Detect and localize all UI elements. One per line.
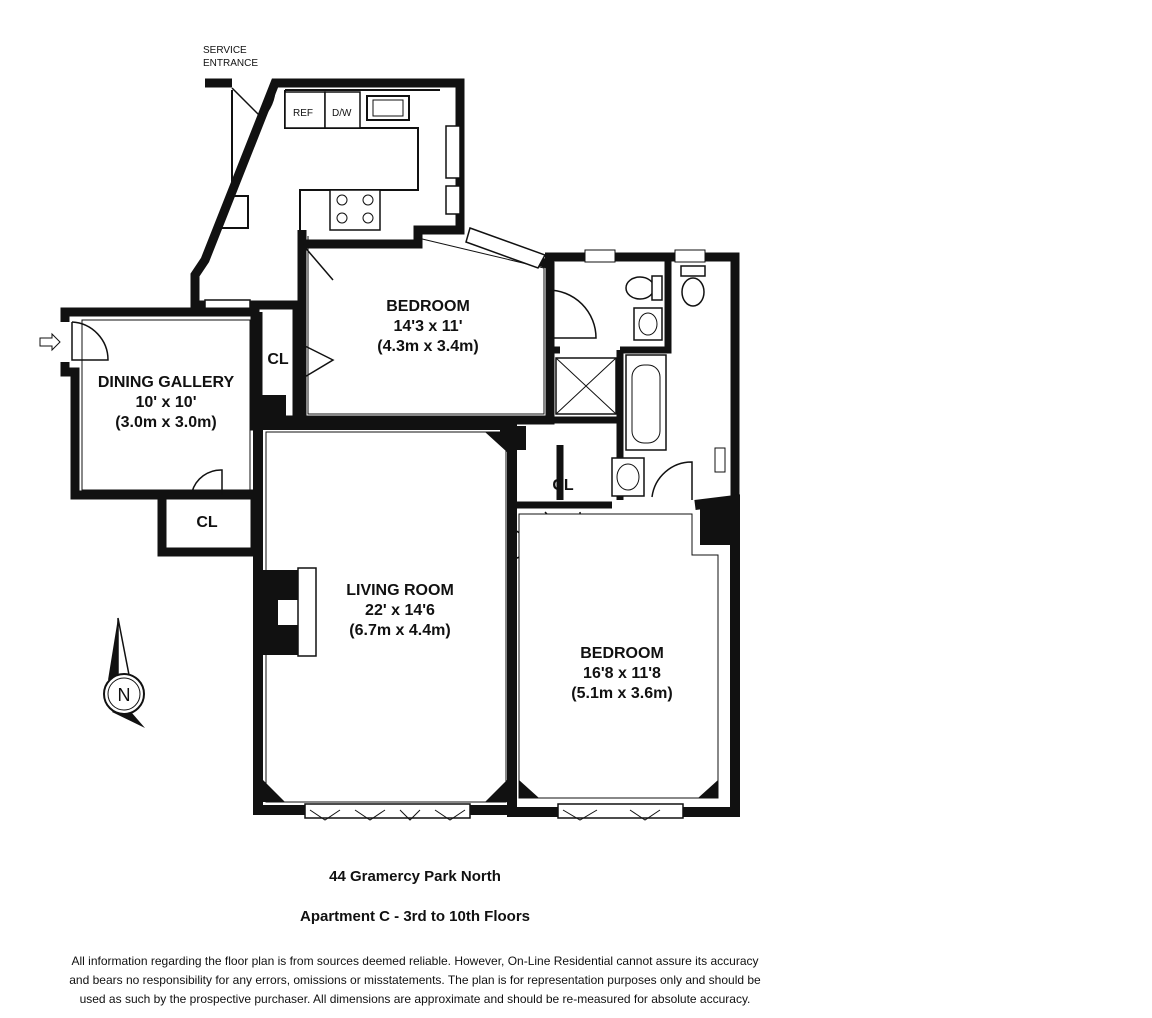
apartment-caption: Apartment C - 3rd to 10th Floors bbox=[299, 908, 531, 925]
bathtub-basin-icon bbox=[631, 364, 661, 444]
living-room-window-sashes bbox=[309, 809, 466, 821]
burner bbox=[362, 212, 374, 224]
bedroom-south-metric: (5.1m x 3.6m) bbox=[571, 685, 672, 702]
bath-window bbox=[584, 249, 616, 263]
service-entrance-label-line1: SERVICE bbox=[203, 45, 247, 56]
bedroom-north-imperial: 14'3 x 11' bbox=[393, 318, 462, 335]
toilet-tank-icon bbox=[651, 275, 663, 301]
kitchen-window bbox=[445, 125, 461, 179]
dining-gallery-name: DINING GALLERY bbox=[98, 374, 235, 391]
dining-gallery-imperial: 10' x 10' bbox=[136, 394, 197, 411]
bathrooms bbox=[545, 249, 740, 500]
bedroom-south-window bbox=[557, 803, 684, 819]
disclaimer-line: All information regarding the floor plan… bbox=[71, 954, 759, 968]
burner bbox=[336, 212, 348, 224]
bedroom-south-name: BEDROOM bbox=[580, 645, 664, 662]
compass-needle-north bbox=[117, 617, 131, 682]
fireplace-hearth bbox=[297, 567, 317, 657]
address-caption: 44 Gramercy Park North bbox=[329, 868, 501, 885]
sink-basin-icon bbox=[616, 463, 640, 491]
closet-middle-label: CL bbox=[552, 477, 574, 494]
bedroom-south-walls bbox=[507, 494, 740, 817]
bedroom-north-metric: (4.3m x 3.4m) bbox=[377, 338, 478, 355]
compass-circle bbox=[103, 673, 145, 715]
bedroom-south bbox=[507, 494, 740, 821]
compass-letter: N bbox=[118, 685, 131, 705]
burner bbox=[362, 194, 374, 206]
refrigerator-label: REF bbox=[293, 108, 313, 119]
toilet-icon bbox=[625, 276, 655, 300]
living-room-metric: (6.7m x 4.4m) bbox=[349, 622, 450, 639]
bedroom-south-window-sashes bbox=[562, 809, 661, 821]
sink-basin-icon bbox=[638, 312, 658, 336]
upper-closet-fill bbox=[258, 395, 286, 420]
kitchen-inner-wall bbox=[215, 90, 249, 229]
dishwasher bbox=[324, 91, 361, 129]
north-compass-icon: N bbox=[103, 617, 145, 728]
dining-gallery-inner bbox=[81, 319, 251, 491]
fireplace-icon bbox=[262, 570, 298, 655]
living-room-window bbox=[304, 803, 471, 819]
bay-window bbox=[465, 227, 547, 269]
kitchen: REF D/W bbox=[190, 78, 465, 311]
shower-drain-lines bbox=[555, 357, 617, 415]
kitchen-sink-basin bbox=[372, 99, 404, 117]
disclaimer: All information regarding the floor plan… bbox=[40, 952, 790, 1009]
bath-window bbox=[674, 249, 706, 263]
bedroom-south-corner bbox=[519, 505, 730, 798]
dining-closet-door-swing bbox=[191, 469, 223, 495]
compass-needle-north-shade bbox=[108, 618, 118, 680]
middle-closet-walls bbox=[508, 432, 612, 509]
service-door-swing bbox=[231, 87, 276, 120]
entry-door-swing bbox=[71, 321, 109, 361]
disclaimer-line: used as such by the prospective purchase… bbox=[79, 992, 751, 1006]
entry-arrow-icon bbox=[39, 332, 61, 352]
bath-window bbox=[714, 447, 726, 473]
bedroom-north-inner bbox=[307, 236, 545, 415]
burner bbox=[336, 194, 348, 206]
bedroom-north-bath-door-swing bbox=[547, 289, 597, 339]
dishwasher-label: D/W bbox=[332, 108, 352, 119]
disclaimer-line: and bears no responsibility for any erro… bbox=[69, 973, 761, 987]
living-room-name: LIVING ROOM bbox=[346, 582, 454, 599]
service-entrance-label-line2: ENTRANCE bbox=[203, 58, 258, 69]
bedroom-north-door-swing bbox=[302, 244, 335, 379]
kitchen-window bbox=[445, 185, 461, 215]
dining-gallery-metric: (3.0m x 3.0m) bbox=[115, 414, 216, 431]
bath-door-swing bbox=[651, 461, 693, 500]
toilet-icon bbox=[681, 277, 705, 307]
closet-upper-label: CL bbox=[267, 351, 289, 368]
stove bbox=[329, 189, 381, 231]
living-room-imperial: 22' x 14'6 bbox=[365, 602, 435, 619]
living-room bbox=[253, 420, 544, 821]
bedroom-north-name: BEDROOM bbox=[386, 298, 470, 315]
toilet-tank-icon bbox=[680, 265, 706, 277]
compass-inner-circle bbox=[107, 677, 141, 711]
closet-dining-label: CL bbox=[196, 514, 218, 531]
bath-divider-walls bbox=[548, 260, 672, 500]
bedroom-south-imperial: 16'8 x 11'8 bbox=[583, 665, 661, 682]
